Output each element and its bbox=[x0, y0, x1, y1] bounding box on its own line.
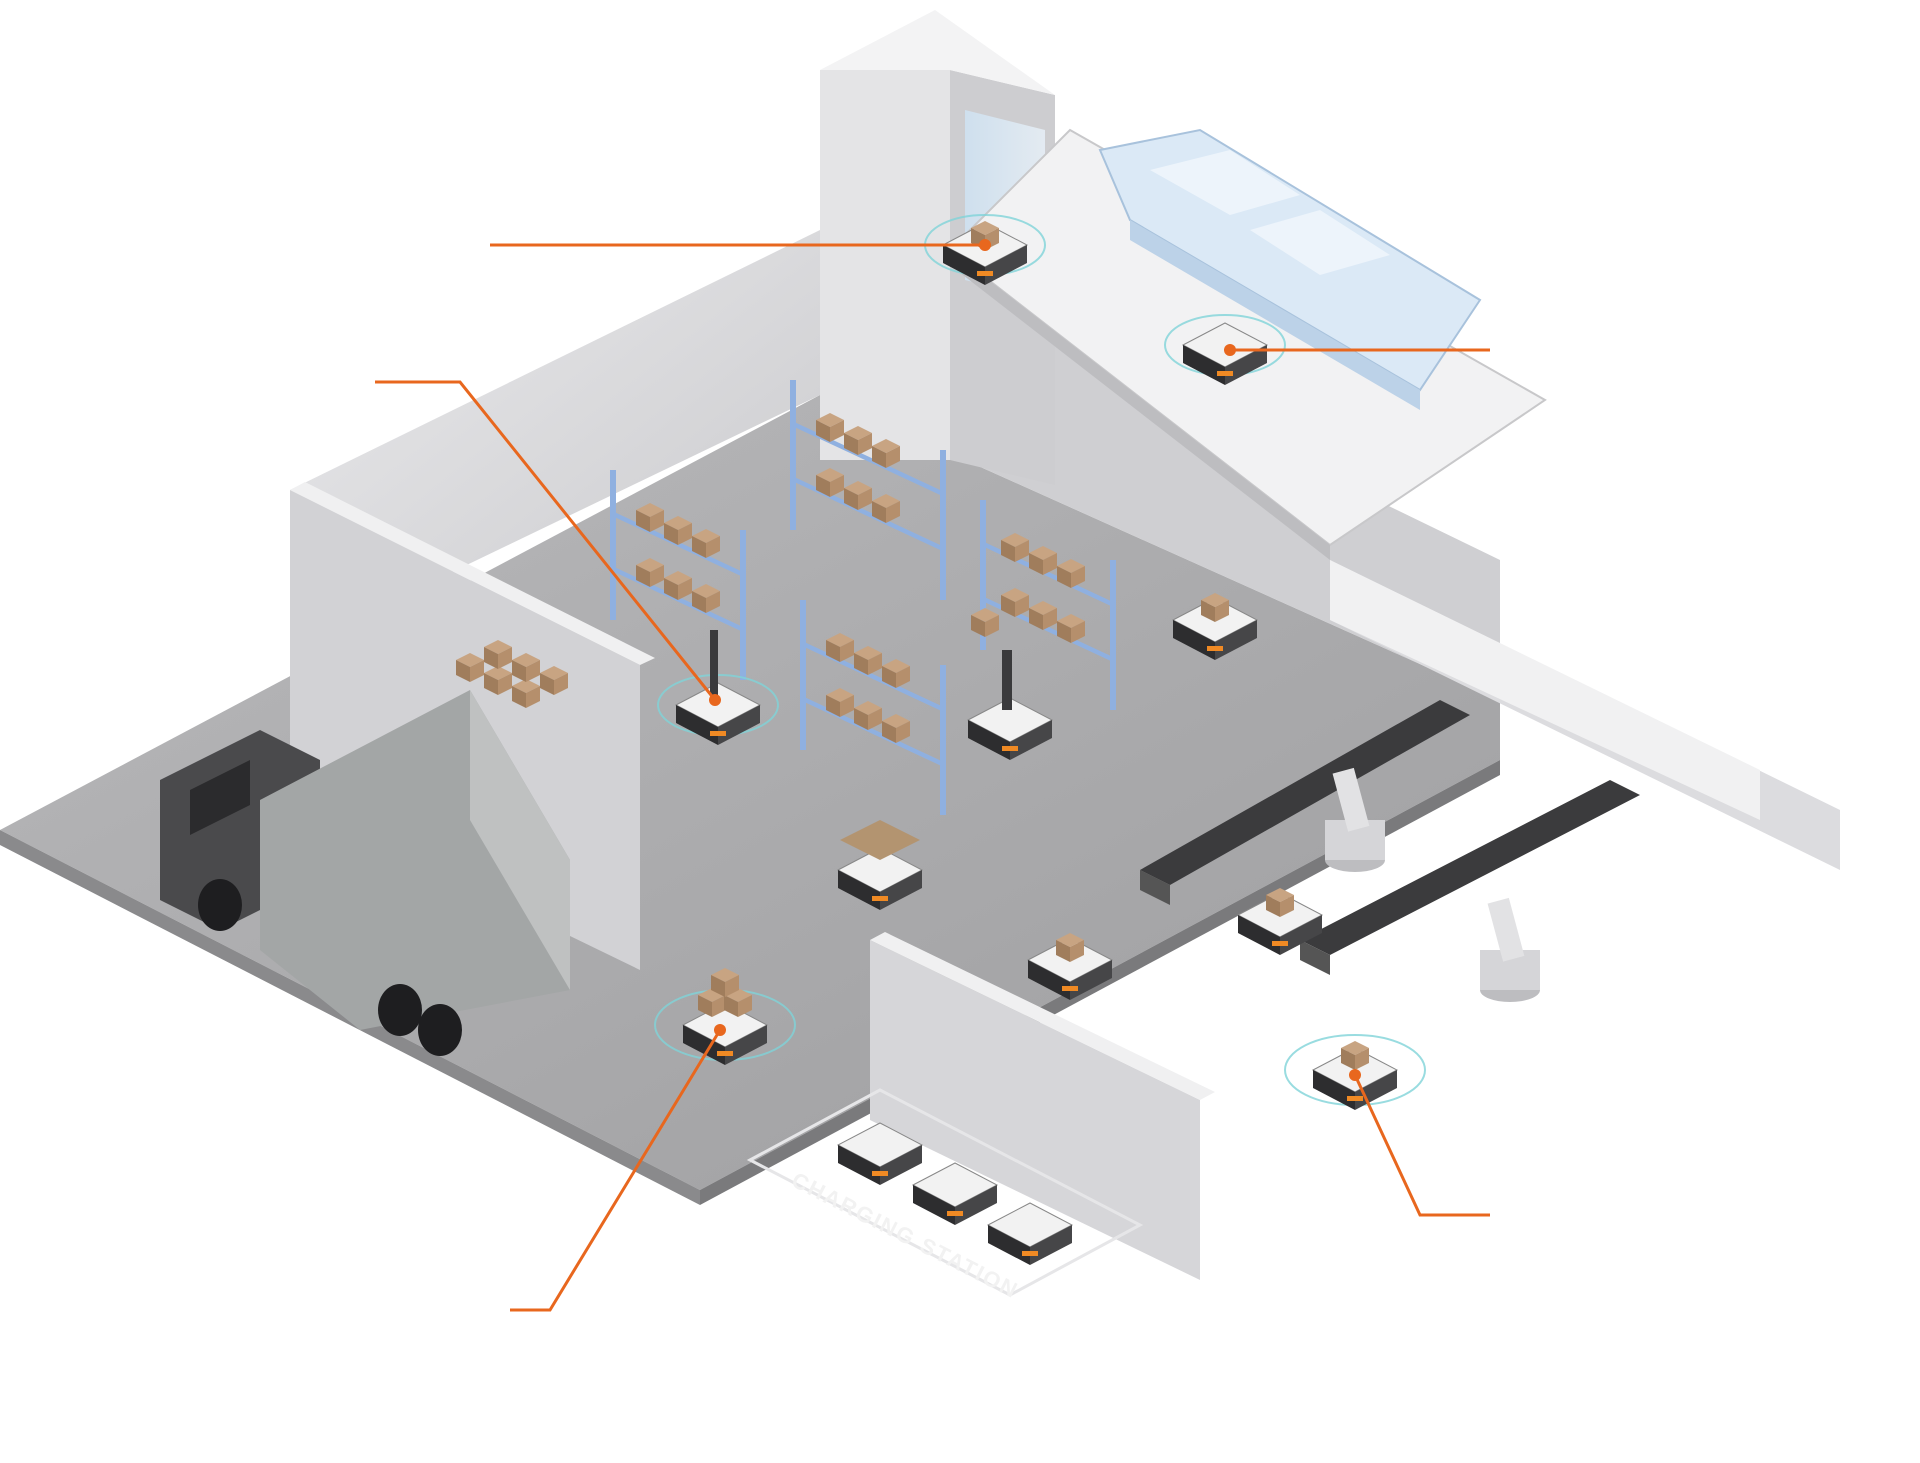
delivery-truck bbox=[160, 690, 570, 1056]
wall-right-panel bbox=[1330, 560, 1760, 820]
callout-dot bbox=[1224, 344, 1236, 356]
callout-dot bbox=[714, 1024, 726, 1036]
charging-robot bbox=[987, 1202, 1073, 1266]
amr-robot-pallet bbox=[837, 820, 923, 911]
wall-divider-front-top bbox=[870, 932, 1215, 1100]
callout-dot bbox=[709, 694, 721, 706]
elevator-tower-top bbox=[820, 10, 1055, 95]
callout-lines bbox=[375, 243, 1490, 1312]
truck-wheel bbox=[378, 984, 422, 1036]
wall-divider-front bbox=[870, 940, 1200, 1280]
robot-arm-2 bbox=[1480, 897, 1540, 1002]
amr-robot-machine bbox=[1164, 314, 1286, 386]
conveyor-line-1 bbox=[1140, 700, 1470, 905]
callout-dots bbox=[709, 239, 1361, 1081]
callout-dot bbox=[1349, 1069, 1361, 1081]
callout-line-line-feeding bbox=[1353, 1074, 1490, 1217]
truck-wheel bbox=[198, 879, 242, 931]
truck-wheel bbox=[418, 1004, 462, 1056]
mezzanine-edge bbox=[950, 250, 1330, 560]
wall-divider-left-top bbox=[290, 482, 655, 665]
shelf-rack-group bbox=[610, 380, 1116, 815]
amr-robot-truck bbox=[654, 968, 796, 1066]
robot-arm-1 bbox=[1325, 767, 1385, 872]
cnc-machine-row bbox=[1098, 128, 1482, 410]
amr-robot-shelf bbox=[657, 630, 779, 746]
callout-line-shelf bbox=[375, 380, 717, 701]
callout-dot bbox=[979, 239, 991, 251]
callout-line-truck bbox=[510, 1029, 722, 1312]
conveyor-line-2 bbox=[1300, 780, 1640, 975]
amr-robot-line bbox=[1284, 1034, 1426, 1111]
charging-station-area bbox=[746, 1088, 1144, 1297]
elevator-tower-front bbox=[820, 70, 950, 460]
amr-robot-lift bbox=[967, 608, 1053, 761]
